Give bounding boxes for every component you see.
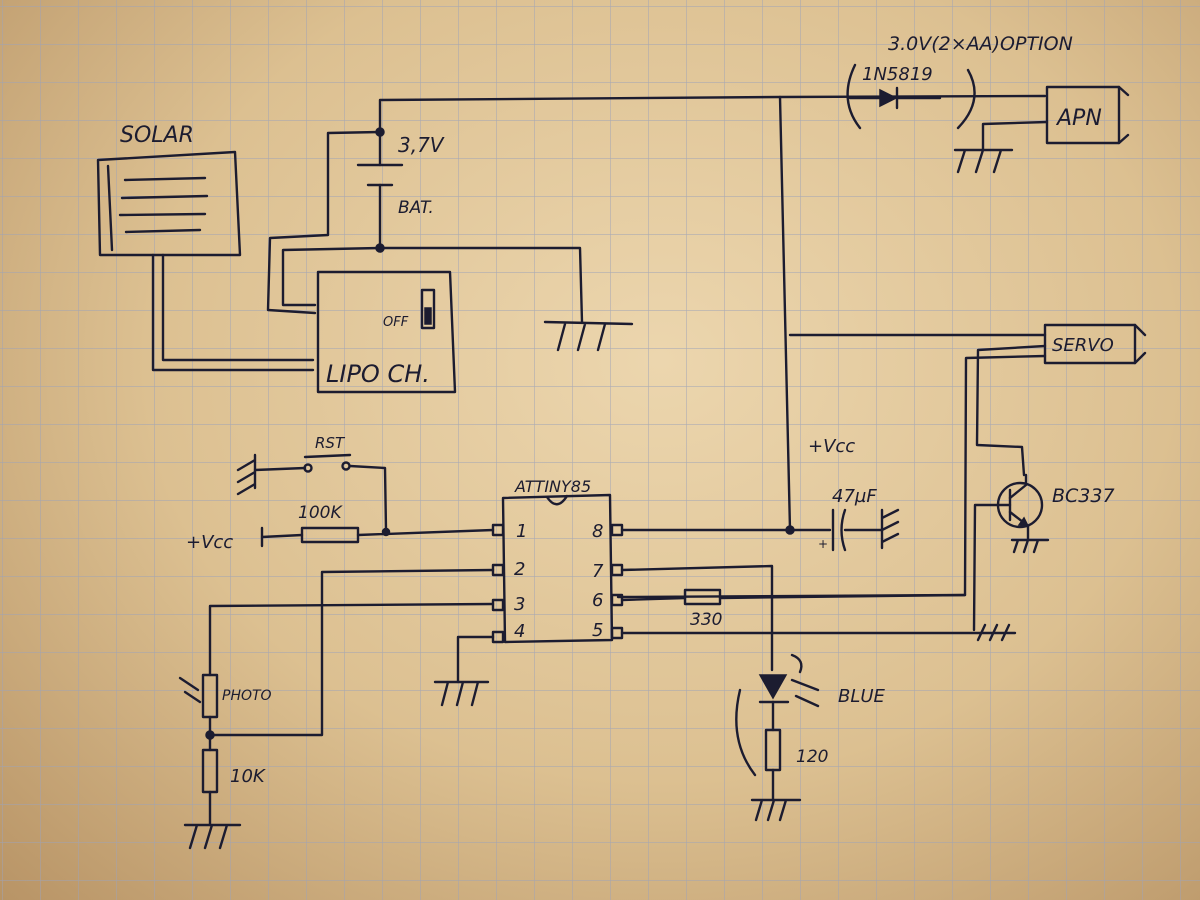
servo-label: SERVO xyxy=(1052,335,1114,356)
battery-label: BAT. xyxy=(398,198,434,218)
capacitor: + 47µF xyxy=(785,486,900,552)
servo: SERVO xyxy=(1043,323,1147,365)
reset-switch: RST xyxy=(236,434,388,532)
r-pullup-label: 100K xyxy=(298,503,343,523)
cap-label: 47µF xyxy=(832,486,877,507)
led-resistor: 120 xyxy=(735,688,828,822)
photo-divider: PHOTO 10K xyxy=(178,673,272,850)
option-label: 3.0V(2×AA)OPTION xyxy=(888,33,1073,55)
charger-label: LIPO CH. xyxy=(326,360,430,388)
r-base-label: 330 xyxy=(690,610,722,630)
pin-2: 2 xyxy=(514,559,525,580)
vcc-left-label: +Vcc xyxy=(186,532,233,553)
diode-label: 1N5819 xyxy=(862,64,933,85)
photo-label: PHOTO xyxy=(222,688,272,704)
pin-1: 1 xyxy=(516,521,527,542)
switch-off-label: OFF xyxy=(383,315,409,330)
pin-4: 4 xyxy=(514,621,525,642)
pullup-resistor: 100K +Vcc xyxy=(186,503,495,553)
apn-label: APN xyxy=(1055,106,1102,131)
rst-label: RST xyxy=(315,434,346,452)
base-resistor: 330 xyxy=(683,588,722,630)
led-label: BLUE xyxy=(838,686,886,707)
battery-wiring xyxy=(266,130,634,352)
lipo-charger: OFF LIPO CH. xyxy=(316,270,457,394)
pin-5: 5 xyxy=(592,620,603,641)
blue-led: BLUE xyxy=(758,653,886,732)
transistor-label: BC337 xyxy=(1052,485,1115,507)
apn-ground xyxy=(953,120,1049,174)
solar-wires xyxy=(151,253,315,372)
chip-wiring xyxy=(208,528,1017,737)
solar-label: SOLAR xyxy=(120,123,194,148)
r-led-label: 120 xyxy=(796,747,828,767)
chip-label: ATTINY85 xyxy=(514,477,591,496)
pin-8: 8 xyxy=(592,521,603,542)
pin-7: 7 xyxy=(592,561,604,582)
transistor: BC337 xyxy=(972,473,1115,632)
cap-plus: + xyxy=(818,537,828,551)
schottky-diode: 1N5819 xyxy=(846,63,976,130)
pin-6: 6 xyxy=(592,590,603,611)
vcc-right-label: +Vcc xyxy=(808,436,855,457)
r-photo-label: 10K xyxy=(230,766,266,787)
battery-voltage: 3,7V xyxy=(398,133,445,157)
attiny85-chip: ATTINY85 1 2 3 4 8 7 6 5 xyxy=(491,477,624,644)
pin-3: 3 xyxy=(514,594,525,615)
top-power-rail xyxy=(378,94,1047,532)
solar-panel: SOLAR xyxy=(96,123,242,257)
apn-module: APN xyxy=(1045,85,1130,145)
